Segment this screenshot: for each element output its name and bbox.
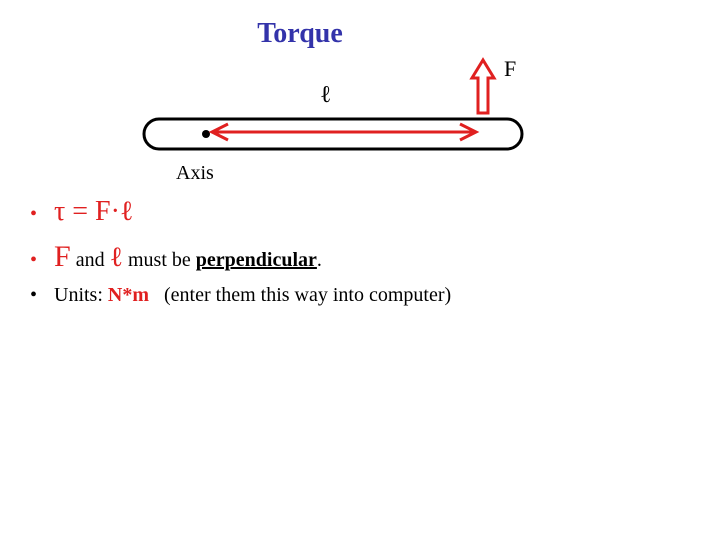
lever-bar [142,117,524,151]
bullet-marker: • [30,203,38,225]
length-symbol: ℓ [109,242,123,273]
torque-formula: τ = F·ℓ [54,196,134,227]
length-label: ℓ [320,82,332,108]
bullet-units: • Units: N*m (enter them this way into c… [30,284,451,320]
bullet-marker: • [30,249,38,271]
bullet-perpendicular: • F and ℓ must be perpendicular . [30,240,451,284]
slide-title: Torque [257,18,343,49]
period: . [316,249,322,271]
length-arrow-icon [208,122,480,142]
bullet-formula: • τ = F·ℓ [30,196,451,240]
text-and: and [70,249,110,271]
torque-diagram [142,57,524,151]
bullet-marker: • [30,284,38,306]
force-arrow-icon [469,57,497,115]
perpendicular-emphasis: perpendicular [195,249,317,271]
force-label: F [504,56,517,81]
axis-point-icon [202,130,210,138]
units-note: (enter them this way into computer) [149,284,452,306]
force-symbol: F [54,240,71,273]
units-prefix: Units: [54,284,108,306]
text-must-be: must be [123,249,196,271]
bullet-list: • τ = F·ℓ • F and ℓ must be perpendicula… [30,196,451,320]
axis-label: Axis [176,162,214,184]
units-value: N*m [107,284,150,306]
